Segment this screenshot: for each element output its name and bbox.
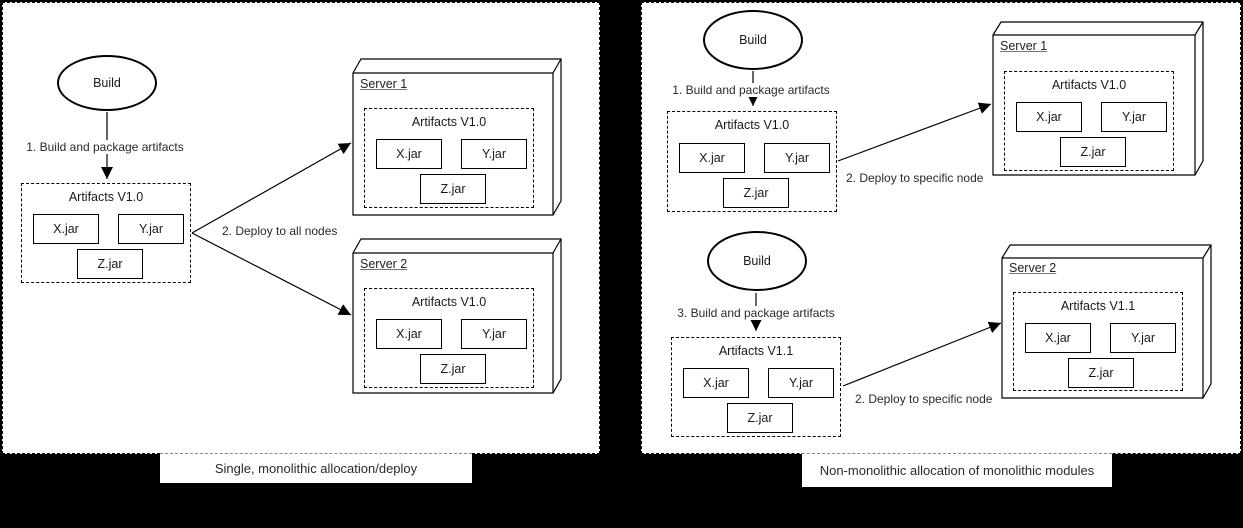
artifacts-box: Artifacts V1.0 X.jar Y.jar Z.jar [667,111,837,212]
jar-box: Y.jar [1101,102,1167,132]
jar-box: X.jar [1025,323,1091,353]
server-name: Server 1 [1000,39,1048,53]
server-name: Server 1 [360,77,408,91]
artifacts-title: Artifacts V1.0 [1051,78,1127,92]
jar-box: Y.jar [461,139,527,169]
edge-label-build: 1. Build and package artifacts [666,83,836,97]
edge-label-build: 3. Build and package artifacts [671,306,841,320]
jar-box: Z.jar [420,174,486,204]
jar-box: Y.jar [768,368,834,398]
jar-box: Z.jar [727,403,793,433]
jar-box: Z.jar [1060,137,1126,167]
jar-box: Z.jar [420,354,486,384]
arrow-deploy-left-server1 [191,142,352,234]
left-panel-caption: Single, monolithic allocation/deploy [160,453,472,483]
jar-box: Z.jar [723,178,789,208]
build-node: Build [707,231,807,291]
jar-box: Y.jar [118,214,184,244]
build-node: Build [57,55,157,111]
build-label: Build [743,254,771,268]
artifacts-box: Artifacts V1.0 X.jar Y.jar Z.jar [1004,71,1174,171]
artifacts-box: Artifacts V1.0 X.jar Y.jar Z.jar [364,288,534,388]
arrow-deploy-left-server2 [191,232,352,316]
edge-label-deploy: 2. Deploy to all nodes [222,224,338,238]
artifacts-title: Artifacts V1.0 [714,118,790,132]
edge-label-build: 1. Build and package artifacts [20,140,190,154]
jar-box: X.jar [376,139,442,169]
arrow-deploy-right-server2 [842,321,1002,387]
artifacts-box: Artifacts V1.0 X.jar Y.jar Z.jar [21,183,191,283]
artifacts-box: Artifacts V1.1 X.jar Y.jar Z.jar [671,337,841,437]
build-node: Build [703,10,803,70]
right-panel-caption: Non-monolithic allocation of monolithic … [802,453,1112,487]
server-name: Server 2 [360,257,408,271]
artifacts-box: Artifacts V1.0 X.jar Y.jar Z.jar [364,108,534,208]
artifacts-title: Artifacts V1.1 [1060,299,1136,313]
arrow-deploy-right-server1 [837,102,992,162]
edge-label-deploy: 2. Deploy to specific node [855,392,993,406]
artifacts-title: Artifacts V1.0 [68,190,144,204]
artifacts-title: Artifacts V1.1 [718,344,794,358]
jar-box: X.jar [679,143,745,173]
jar-box: Y.jar [461,319,527,349]
jar-box: X.jar [33,214,99,244]
jar-box: Z.jar [1068,358,1134,388]
artifacts-box: Artifacts V1.1 X.jar Y.jar Z.jar [1013,292,1183,391]
build-label: Build [93,76,121,90]
jar-box: X.jar [376,319,442,349]
jar-box: Z.jar [77,249,143,279]
jar-box: Y.jar [1110,323,1176,353]
jar-box: Y.jar [764,143,830,173]
artifacts-title: Artifacts V1.0 [411,115,487,129]
jar-box: X.jar [1016,102,1082,132]
jar-box: X.jar [683,368,749,398]
server-name: Server 2 [1009,261,1057,275]
artifacts-title: Artifacts V1.0 [411,295,487,309]
build-label: Build [739,33,767,47]
edge-label-deploy: 2. Deploy to specific node [846,171,984,185]
